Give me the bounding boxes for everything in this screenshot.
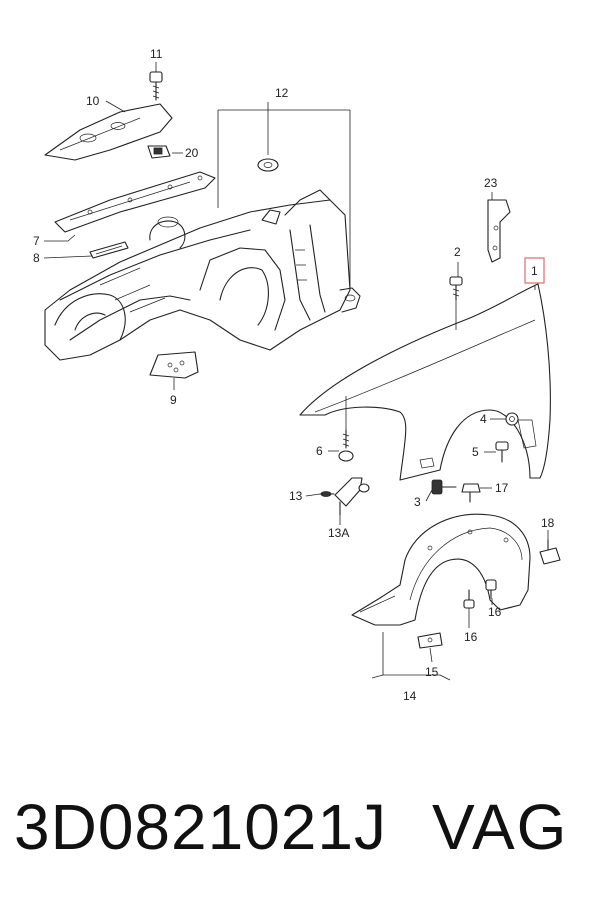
part-10-bracket [44, 103, 173, 161]
front-structure-assembly [44, 189, 361, 361]
callout-1-highlight [524, 257, 545, 284]
part-7-strip [54, 171, 216, 233]
part-16-screw-b [485, 579, 497, 599]
callout-7: 7 [33, 234, 40, 248]
part-18-clip [539, 539, 561, 565]
callout-18: 18 [541, 516, 555, 530]
callout-4: 4 [480, 412, 487, 426]
callout-2: 2 [454, 245, 461, 259]
part-9-bracket [149, 351, 199, 379]
callout-5: 5 [472, 445, 479, 459]
callout-16-bottom: 16 [464, 630, 478, 644]
callout-20: 20 [185, 146, 199, 160]
part-2-screw [449, 276, 463, 301]
callout-14: 14 [403, 689, 417, 703]
part-4-nut [505, 412, 519, 426]
part-5-bolt [495, 441, 509, 463]
callout-16-right: 16 [488, 605, 502, 619]
part-8-pad [89, 241, 129, 259]
callout-9: 9 [170, 393, 177, 407]
part-12-grommet [257, 158, 279, 172]
callout-12: 12 [275, 86, 289, 100]
exploded-parts-diagram: 11 10 12 20 7 8 9 23 2 1 4 5 6 13 13A 3 … [33, 47, 561, 703]
part-20-clip-nut [147, 145, 171, 159]
part-1-fender [299, 283, 551, 481]
part-16-screw-a [463, 589, 475, 609]
part-13-bracket [319, 477, 370, 516]
callout-10: 10 [86, 94, 100, 108]
part-15-clip [417, 632, 443, 649]
callout-1: 1 [531, 264, 538, 278]
part-3-bolt [431, 479, 457, 495]
callout-13: 13 [289, 489, 303, 503]
callout-6: 6 [316, 444, 323, 458]
callout-23: 23 [484, 176, 498, 190]
callout-8: 8 [33, 251, 40, 265]
brand-label: VAG [432, 791, 569, 863]
part-23-bracket [487, 199, 511, 263]
callout-3: 3 [414, 495, 421, 509]
callout-11: 11 [150, 47, 163, 61]
callout-13a: 13A [328, 526, 349, 540]
callout-15: 15 [425, 665, 439, 679]
part-17-clip [461, 483, 481, 503]
part-14-wheel-liner [351, 513, 531, 626]
callout-17: 17 [495, 481, 509, 495]
callout-labels: 11 10 12 20 7 8 9 23 2 1 4 5 6 13 13A 3 … [33, 47, 555, 703]
part-number: 3D0821021J [14, 791, 387, 863]
part-11-bolt [149, 71, 163, 101]
leader-lines [43, 62, 549, 681]
part-6-bolt [338, 429, 354, 462]
